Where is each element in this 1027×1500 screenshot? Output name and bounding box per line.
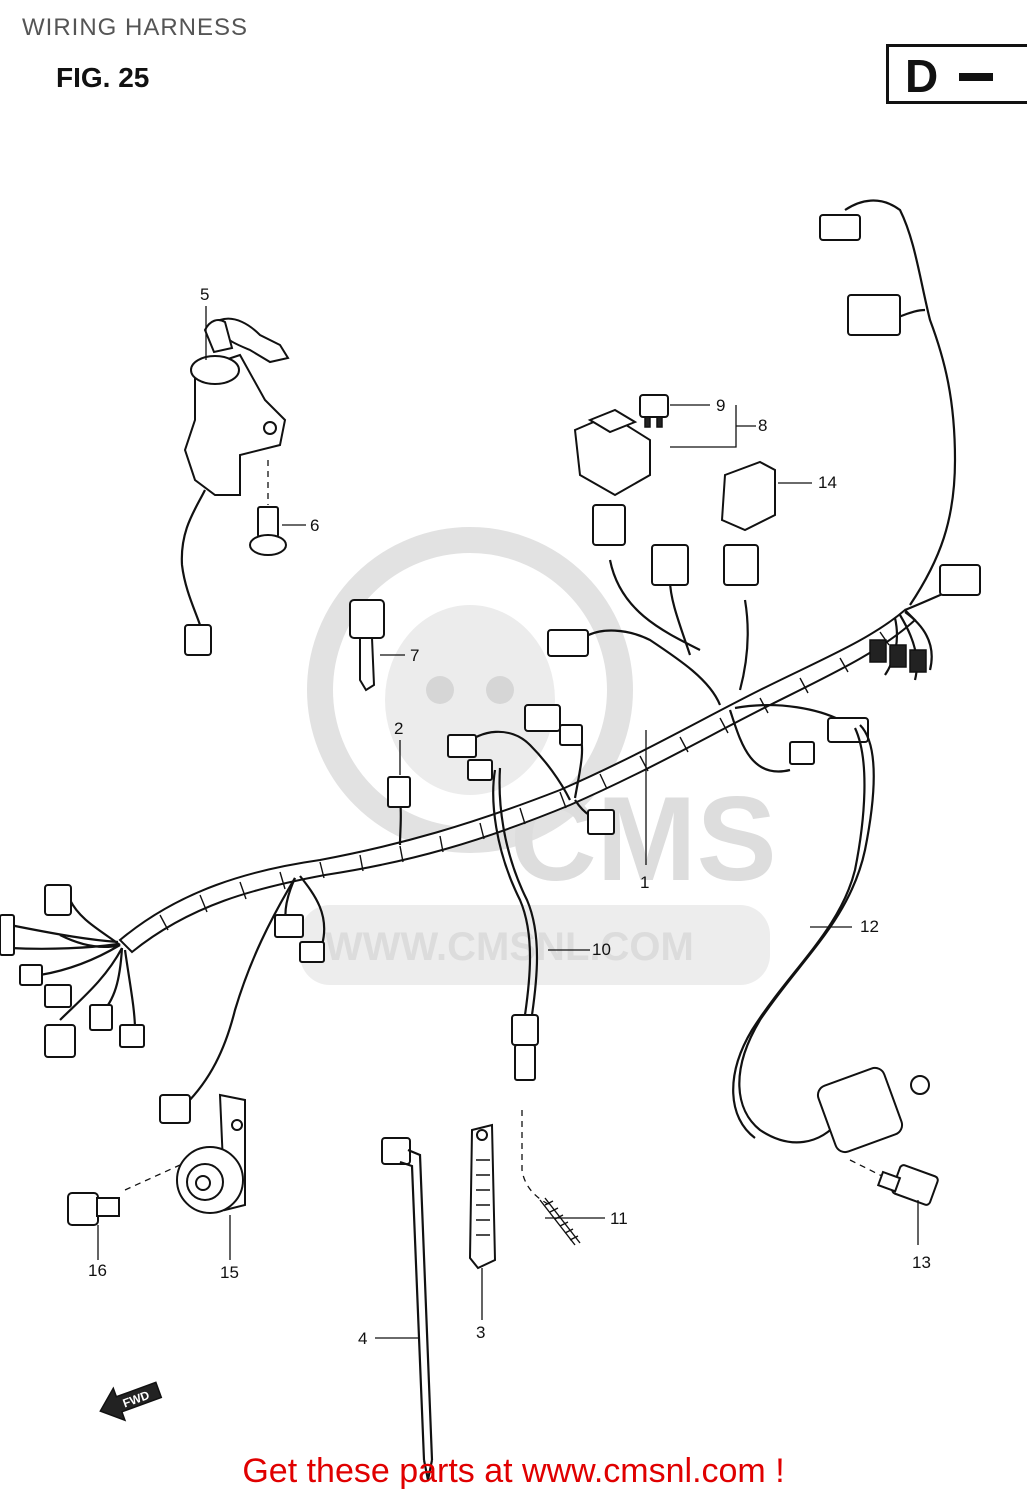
part-4-lead (381, 1137, 434, 1481)
callout-13: 13 (912, 1253, 931, 1272)
page-title: WIRING HARNESS (22, 14, 249, 41)
part-9-fuse (639, 394, 669, 428)
part-11-spring (521, 1110, 581, 1246)
part-16-bolt (67, 1192, 120, 1226)
watermark-url: WWW.CMSNL.COM (325, 925, 694, 969)
callout-4: 4 (358, 1329, 367, 1348)
part-14-relay (720, 460, 776, 532)
part-7-key (349, 599, 385, 692)
watermark: CMS WWW.CMSNL.COM (300, 527, 777, 985)
callout-12: 12 (860, 917, 879, 936)
callout-8: 8 (758, 416, 767, 435)
part-6-screw (249, 506, 287, 556)
callout-11: 11 (610, 1209, 628, 1228)
part-15-horn (124, 1093, 246, 1214)
part-8-relay (573, 408, 651, 497)
callout-15: 15 (220, 1263, 239, 1282)
callout-9: 9 (716, 396, 725, 415)
callout-1: 1 (640, 873, 649, 892)
callout-5: 5 (200, 285, 209, 304)
figure-label: FIG. 25 (56, 62, 150, 93)
part-3-strap (468, 1123, 497, 1270)
part-13-screw (849, 1159, 939, 1206)
callout-7: 7 (410, 646, 419, 665)
callout-numbers: 1 2 3 4 5 6 7 8 9 10 11 12 13 14 15 16 (88, 285, 931, 1348)
callout-16: 16 (88, 1261, 107, 1280)
callout-2: 2 (394, 719, 403, 738)
fwd-arrow: FWD (99, 1381, 163, 1422)
part-12-lead (732, 724, 930, 1154)
part-10-sensor (492, 767, 539, 1081)
section-code: D (905, 50, 939, 102)
callout-10: 10 (592, 940, 611, 959)
callout-3: 3 (476, 1323, 485, 1342)
section-dash (959, 73, 993, 81)
callout-6: 6 (310, 516, 319, 535)
part-5-ignition-switch (180, 317, 290, 656)
section-box: D (886, 44, 1027, 104)
leader-lines (97, 306, 919, 1339)
footer-promo-link[interactable]: Get these parts at www.cmsnl.com ! (242, 1452, 785, 1490)
callout-14: 14 (818, 473, 837, 492)
